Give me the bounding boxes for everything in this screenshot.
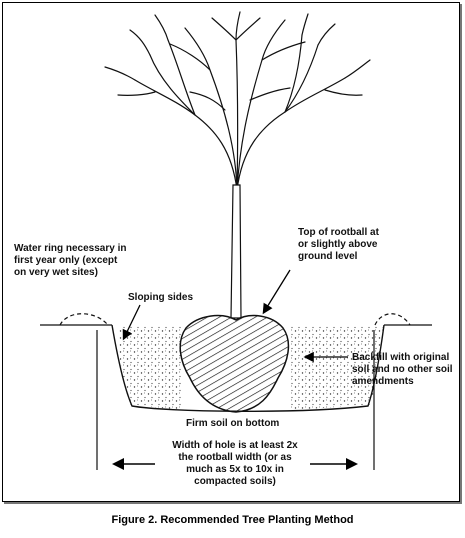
sloping-sides-arrow [122,304,141,341]
firm-soil-label: Firm soil on bottom [186,418,280,429]
figure-caption: Figure 2. Recommended Tree Planting Meth… [111,514,354,526]
rootball [179,314,290,413]
backfill-soil [118,325,383,410]
diagram-frame [2,2,460,502]
top-rootball-arrow [262,269,291,315]
hole-width-label: Width of hole is at least 2x the rootbal… [172,440,298,487]
water-ring-left [59,313,109,326]
water-ring-label: Water ring necessary in first year only … [14,243,127,278]
sloping-sides-label: Sloping sides [128,292,194,303]
tree-crown [104,11,371,191]
top-rootball-label: Top of rootball at or slightly above gro… [298,227,379,262]
tree-trunk [230,184,242,319]
backfill-label: Backfill with original soil and no other… [352,352,453,387]
water-ring-right [374,313,411,326]
